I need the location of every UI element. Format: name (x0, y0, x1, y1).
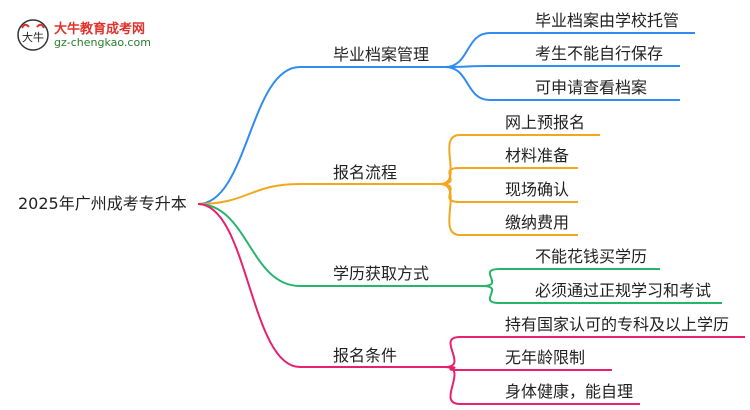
connector-root-b3 (197, 203, 301, 287)
connector-b1-leaf-2 (444, 66, 491, 101)
connector-b2-leaf-0 (439, 134, 461, 185)
connector-root-b1 (197, 66, 301, 205)
branch-label-archive: 毕业档案管理 (333, 45, 430, 64)
connector-b4-leaf-0 (444, 336, 461, 368)
leaf-archive-school-custody: 毕业档案由学校托管 (535, 11, 680, 30)
branch-label-registration-process: 报名流程 (333, 163, 398, 182)
branch-label-degree-acquisition: 学历获取方式 (333, 264, 430, 283)
leaf-process-online-pre-registration: 网上预报名 (505, 113, 586, 132)
connector-root-b2 (197, 183, 301, 205)
logo-badge-text: 大牛 (22, 30, 44, 44)
leaf-process-material-preparation: 材料准备 (505, 146, 570, 165)
connector-b3-leaf-1 (481, 285, 501, 304)
connector-b2-leaf-1 (439, 167, 461, 185)
logo-site-name: 大牛教育成考网 (54, 22, 146, 37)
connector-b1-leaf-1 (444, 65, 491, 68)
leaf-degree-formal-study-exam: 必须通过正规学习和考试 (535, 281, 712, 300)
bull-logo-icon: 大牛 (17, 19, 49, 51)
connector-root-b4 (197, 203, 301, 368)
connector-b3-leaf-0 (481, 268, 501, 287)
branch-label-requirements: 报名条件 (333, 346, 398, 365)
connector-b4-leaf-2 (444, 366, 461, 405)
logo-url: gz-chengkao.com (54, 36, 151, 49)
leaf-requirement-no-age-limit: 无年龄限制 (505, 348, 586, 367)
leaf-process-onsite-confirmation: 现场确认 (505, 180, 570, 199)
leaf-requirement-healthy-self-care: 身体健康，能自理 (505, 382, 634, 401)
connector-b2-leaf-3 (439, 183, 461, 236)
leaf-archive-no-self-keeping: 考生不能自行保存 (535, 44, 664, 63)
leaf-requirement-college-diploma: 持有国家认可的专科及以上学历 (505, 315, 730, 334)
leaf-degree-cannot-buy: 不能花钱买学历 (535, 247, 648, 266)
site-logo[interactable]: 大牛 大牛教育成考网 gz-chengkao.com (10, 14, 170, 54)
leaf-archive-request-view: 可申请查看档案 (535, 78, 648, 97)
leaf-process-pay-fees: 缴纳费用 (505, 213, 570, 232)
connector-b1-leaf-0 (444, 32, 491, 68)
root-topic: 2025年广州成考专升本 (18, 194, 187, 213)
